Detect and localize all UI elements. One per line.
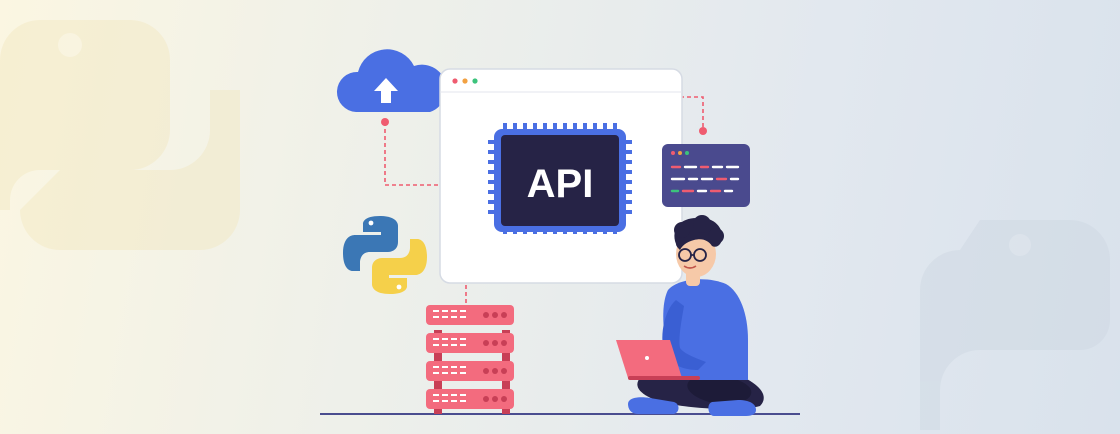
python-logo-icon bbox=[343, 216, 427, 294]
window-dot-red bbox=[452, 78, 458, 84]
bg-python-logo-right bbox=[920, 220, 1110, 430]
window-dot-green bbox=[472, 78, 478, 84]
api-chip: API bbox=[488, 123, 632, 234]
cloud-upload-icon bbox=[336, 49, 447, 112]
bg-python-logo-left bbox=[0, 20, 240, 250]
laptop-icon bbox=[616, 340, 700, 380]
server-unit bbox=[426, 389, 514, 409]
server-stack bbox=[426, 305, 514, 414]
api-chip-label: API bbox=[527, 162, 594, 206]
server-unit bbox=[426, 361, 514, 381]
server-unit bbox=[426, 305, 514, 325]
code-lines bbox=[670, 165, 740, 193]
server-unit bbox=[426, 333, 514, 353]
window-dot-orange bbox=[462, 78, 468, 84]
code-window bbox=[662, 144, 750, 207]
